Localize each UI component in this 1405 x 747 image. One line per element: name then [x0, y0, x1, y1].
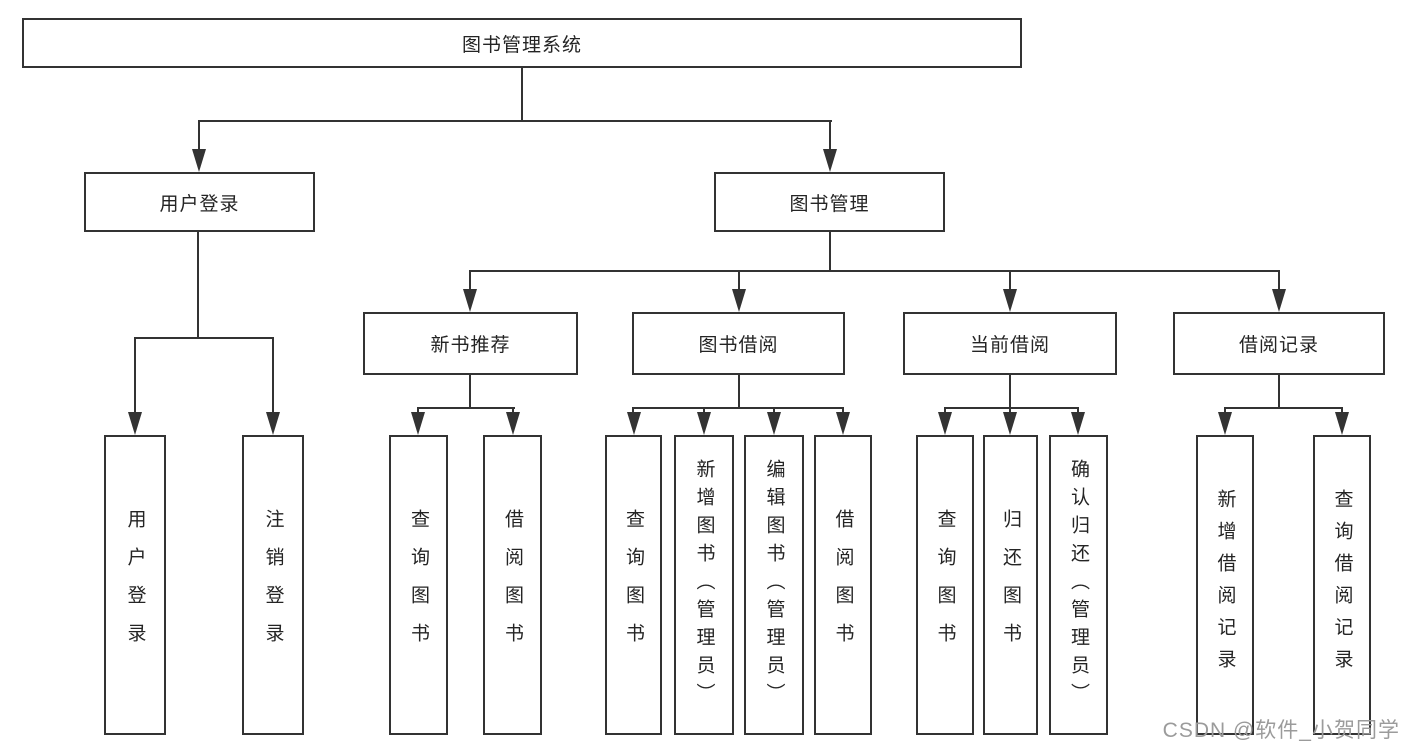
- connector-line: [773, 407, 775, 415]
- arrow-down-icon: [938, 412, 952, 435]
- connector-line: [703, 407, 705, 415]
- connector-line: [469, 270, 1280, 272]
- node-label: 图书借阅: [698, 335, 779, 356]
- node-label: 新书推荐: [430, 335, 511, 356]
- leaf-label: 注销登录: [262, 509, 284, 661]
- leaf-label: 新增借阅记录: [1214, 489, 1236, 681]
- arrow-down-icon: [627, 412, 641, 435]
- arrow-down-icon: [1218, 412, 1232, 435]
- leaf-edit-book-admin: 编辑图书（管理员）: [744, 435, 804, 735]
- arrow-down-icon: [1335, 412, 1349, 435]
- arrow-down-icon: [266, 412, 280, 435]
- leaf-add-borrow-record: 新增借阅记录: [1196, 435, 1254, 735]
- connector-line: [829, 120, 831, 152]
- arrow-down-icon: [732, 289, 746, 312]
- leaf-label: 借阅图书: [832, 509, 854, 661]
- arrow-down-icon: [1272, 289, 1286, 312]
- node-label: 图书管理系统: [461, 34, 582, 56]
- node-book-management: 图书管理: [714, 172, 945, 232]
- node-root-library-system: 图书管理系统: [22, 18, 1022, 68]
- leaf-label: 借阅图书: [502, 509, 523, 661]
- leaf-label: 查询图书: [623, 509, 644, 661]
- leaf-label: 查询图书: [934, 509, 956, 661]
- node-current-borrow: 当前借阅: [903, 312, 1117, 375]
- connector-line: [1077, 407, 1079, 415]
- arrow-down-icon: [1003, 412, 1017, 435]
- connector-line: [829, 232, 831, 272]
- connector-line: [738, 270, 740, 292]
- connector-line: [738, 375, 740, 409]
- connector-line: [512, 407, 514, 415]
- connector-line: [272, 337, 274, 415]
- node-label: 借阅记录: [1238, 335, 1319, 356]
- leaf-label: 编辑图书（管理员）: [763, 459, 785, 711]
- arrow-down-icon: [767, 412, 781, 435]
- node-new-book-recommend: 新书推荐: [363, 312, 578, 375]
- leaf-user-login: 用户登录: [104, 435, 166, 735]
- connector-line: [944, 407, 1079, 409]
- leaf-label: 确认归还（管理员）: [1068, 459, 1089, 711]
- connector-line: [1278, 375, 1280, 409]
- watermark: CSDN @软件_小贺同学: [1162, 719, 1400, 742]
- connector-line: [1278, 270, 1280, 292]
- connector-line: [197, 232, 199, 339]
- leaf-logout: 注销登录: [242, 435, 304, 735]
- node-borrow-records: 借阅记录: [1173, 312, 1385, 375]
- arrow-down-icon: [463, 289, 477, 312]
- leaf-return-book: 归还图书: [983, 435, 1038, 735]
- leaf-borrow-books: 借阅图书: [814, 435, 872, 735]
- leaf-add-book-admin: 新增图书（管理员）: [674, 435, 734, 735]
- connector-line: [417, 407, 515, 409]
- arrow-down-icon: [192, 149, 206, 172]
- connector-line: [134, 337, 136, 415]
- connector-line: [198, 120, 200, 152]
- connector-line: [1341, 407, 1343, 415]
- node-label: 用户登录: [159, 193, 240, 215]
- leaf-confirm-return-admin: 确认归还（管理员）: [1049, 435, 1108, 735]
- leaf-query-borrow-record: 查询借阅记录: [1313, 435, 1371, 735]
- connector-line: [1224, 407, 1226, 415]
- connector-line: [469, 270, 471, 292]
- connector-line: [1009, 270, 1011, 292]
- leaf-query-books-borrow: 查询图书: [605, 435, 662, 735]
- arrow-down-icon: [506, 412, 520, 435]
- connector-line: [417, 407, 419, 415]
- arrow-down-icon: [411, 412, 425, 435]
- leaf-label: 查询图书: [408, 509, 429, 661]
- node-label: 图书管理: [789, 193, 870, 215]
- node-user-login: 用户登录: [84, 172, 315, 232]
- arrow-down-icon: [128, 412, 142, 435]
- connector-line: [521, 66, 523, 122]
- leaf-borrow-books-recommend: 借阅图书: [483, 435, 542, 735]
- node-label: 当前借阅: [969, 335, 1050, 356]
- arrow-down-icon: [836, 412, 850, 435]
- connector-line: [469, 375, 471, 409]
- leaf-label: 查询借阅记录: [1331, 489, 1353, 681]
- connector-line: [1009, 375, 1011, 409]
- node-book-borrow: 图书借阅: [632, 312, 845, 375]
- arrow-down-icon: [697, 412, 711, 435]
- connector-line: [944, 407, 946, 415]
- leaf-label: 归还图书: [1000, 509, 1021, 661]
- connector-line: [842, 407, 844, 415]
- leaf-label: 用户登录: [124, 509, 146, 661]
- arrow-down-icon: [1003, 289, 1017, 312]
- leaf-label: 新增图书（管理员）: [693, 459, 715, 711]
- arrow-down-icon: [823, 149, 837, 172]
- connector-line: [134, 337, 274, 339]
- connector-line: [198, 120, 832, 122]
- connector-line: [1009, 407, 1011, 415]
- arrow-down-icon: [1071, 412, 1085, 435]
- leaf-query-books-recommend: 查询图书: [389, 435, 448, 735]
- leaf-query-books-current: 查询图书: [916, 435, 974, 735]
- connector-line: [1224, 407, 1343, 409]
- connector-line: [632, 407, 634, 415]
- connector-line: [632, 407, 844, 409]
